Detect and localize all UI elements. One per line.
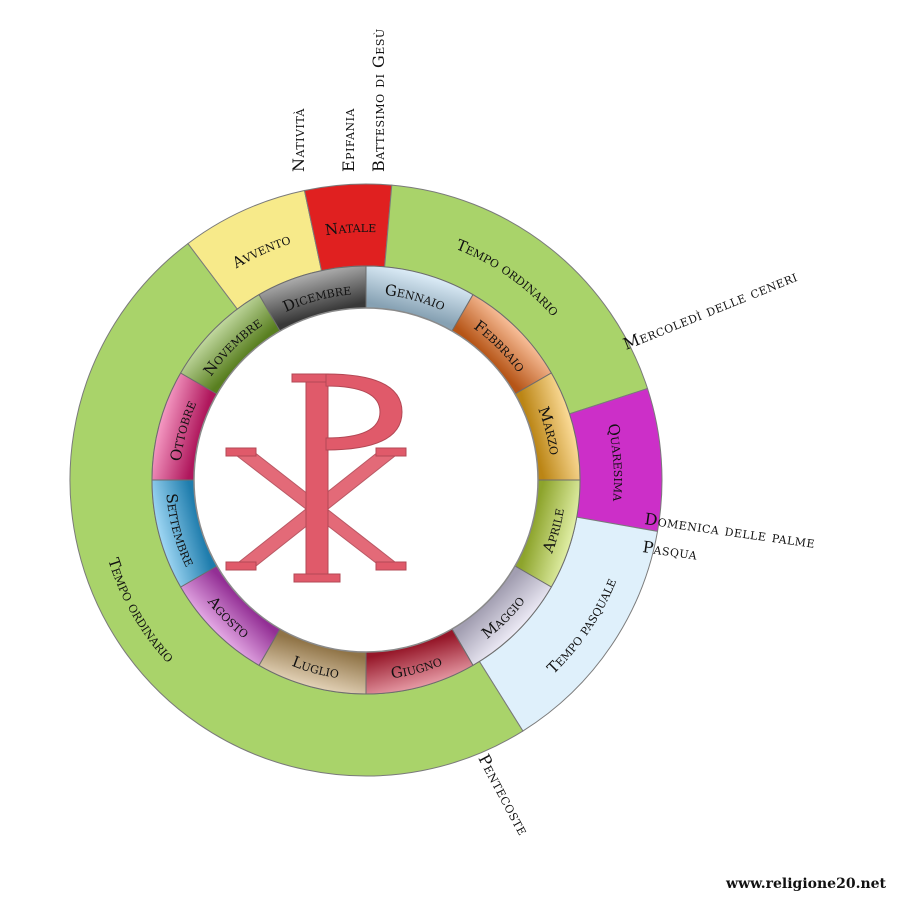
season-natale-label: Natale bbox=[324, 218, 377, 239]
feast-nativita: Natività bbox=[289, 107, 308, 172]
feast-battesimo: Battesimo di Gesù bbox=[369, 28, 388, 172]
feast-epifania: Epifania bbox=[339, 107, 358, 172]
site-credit: www.religione20.net bbox=[726, 876, 886, 892]
months-ring bbox=[151, 265, 581, 695]
feast-mercoledi-ceneri: Mercoledì delle ceneri bbox=[620, 266, 800, 353]
chi-rho-icon bbox=[225, 373, 407, 583]
liturgical-seasons-ring bbox=[69, 183, 663, 777]
feast-pentecoste: Pentecoste bbox=[474, 751, 533, 839]
center-disc bbox=[193, 307, 539, 653]
